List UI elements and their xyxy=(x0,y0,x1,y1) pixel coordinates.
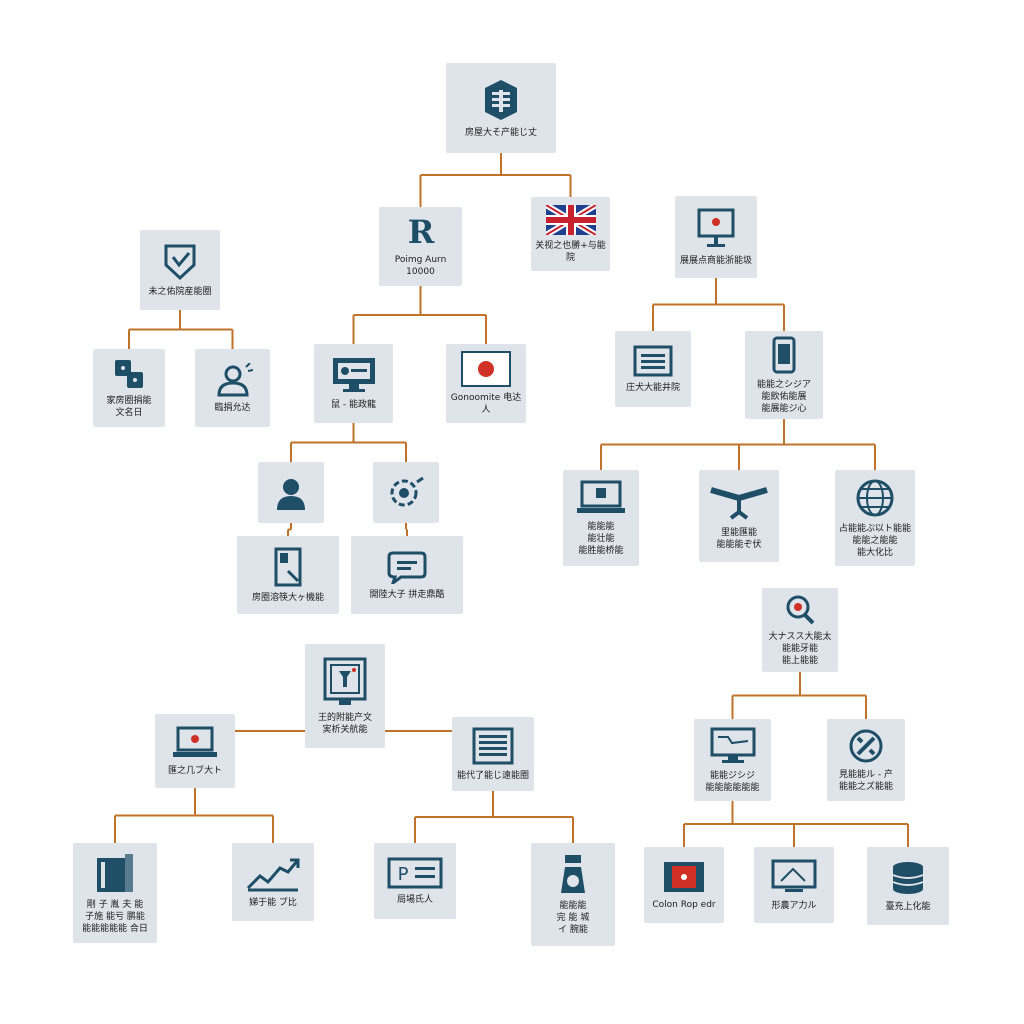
uk-flag-icon xyxy=(545,204,596,235)
r-logo-icon: R xyxy=(407,215,434,249)
node-user[interactable] xyxy=(258,462,324,523)
node-label: 能能能 完 能 城 イ 腕能 xyxy=(556,901,590,935)
laptop-icon xyxy=(173,726,217,757)
svg-text:R: R xyxy=(407,215,434,249)
desktop-icon xyxy=(710,727,755,763)
node-label: Colon Rop edr xyxy=(652,899,716,910)
node-server[interactable]: 能代了能じ遠能圈 xyxy=(452,717,534,791)
document-icon xyxy=(274,547,302,586)
node-label: 娣于能 ブ比 xyxy=(249,897,297,908)
node-label: Poimg Aurn 10000 xyxy=(394,255,447,277)
node-label: 形農ア力ル xyxy=(771,900,817,911)
network-icon xyxy=(710,486,768,520)
monitor-alert-icon xyxy=(697,208,735,247)
node-label: 大ナスス大能太 能能牙能 能上能能 xyxy=(768,631,832,666)
node-card[interactable]: P 局場氏人 xyxy=(374,843,456,919)
node-label: 見能能ル - 产 能能之ズ能能 xyxy=(838,769,893,792)
node-label: 能能ジシジ 能能能能能能 xyxy=(705,770,760,793)
node-label: 匯之几ブ大ト xyxy=(167,765,222,776)
node-search[interactable]: 大ナスス大能太 能能牙能 能上能能 xyxy=(762,588,838,672)
newspaper-icon xyxy=(633,345,673,376)
node-label: 家房圈捐能 文名日 xyxy=(106,395,152,418)
node-robot[interactable]: 能能能 完 能 城 イ 腕能 xyxy=(531,843,615,946)
node-japan-flag[interactable]: Gonoomite 电达人 xyxy=(446,344,526,423)
server-icon xyxy=(472,727,514,764)
node-laptop-b[interactable]: 能能能 能壮能 能胜能桥能 xyxy=(563,470,639,566)
node-network[interactable]: 里能匯能 能能能ぞ伏 xyxy=(699,470,779,562)
node-label: 庄犬大能井院 xyxy=(625,382,680,393)
person-alert-icon xyxy=(216,362,253,396)
tools-icon xyxy=(849,729,883,762)
node-label: 能能之シジア 能飲佑能展 能展能ジ心 xyxy=(756,379,811,414)
node-desktop[interactable]: 能能ジシジ 能能能能能能 xyxy=(694,719,771,801)
node-label: 未之佑院産能圈 xyxy=(148,286,212,297)
node-chat[interactable]: 開陸大子 拼走鼎酷 xyxy=(351,536,463,614)
node-monitor-b[interactable]: 展展点商能浙能圾 xyxy=(675,196,757,278)
monitor-chart-icon xyxy=(771,859,817,892)
japan-flag-icon xyxy=(461,351,511,387)
node-label: 王的附能产文 実析关航能 xyxy=(317,712,372,735)
node-database[interactable]: 臺充上化能 xyxy=(867,847,949,925)
node-globe[interactable]: 占能能ぷ以ト能能 能能之能能 能大化比 xyxy=(835,470,915,566)
node-shield[interactable]: 未之佑院産能圈 xyxy=(140,230,220,310)
node-root[interactable]: 房屋大そ产能じ丈 xyxy=(446,63,556,153)
node-trend-chart[interactable]: 娣于能 ブ比 xyxy=(232,843,314,921)
node-puzzle[interactable]: 家房圈捐能 文名日 xyxy=(93,349,165,427)
node-label: 臨捐允达 xyxy=(214,402,251,413)
node-label: 里能匯能 能能能ぞ伏 xyxy=(716,527,762,550)
gear-icon xyxy=(390,476,424,506)
node-gear[interactable] xyxy=(373,462,439,523)
globe-icon xyxy=(856,479,894,516)
svg-text:P: P xyxy=(398,864,409,885)
building-icon xyxy=(485,79,517,120)
node-color[interactable]: Colon Rop edr xyxy=(644,847,724,923)
node-tools[interactable]: 見能能ル - 产 能能之ズ能能 xyxy=(827,719,905,801)
node-label: 关视之也勝+与能院 xyxy=(535,240,606,263)
chat-icon xyxy=(387,551,427,584)
node-label: 能代了能じ遠能圈 xyxy=(456,770,529,781)
node-r[interactable]: R Poimg Aurn 10000 xyxy=(379,207,462,286)
user-icon xyxy=(277,478,305,510)
phone-icon xyxy=(772,336,796,373)
node-book[interactable]: 剛 子 胤 夫 能 子施 能亏 鹏能 能能能能能 合日 xyxy=(73,843,157,943)
node-label: 剛 子 胤 夫 能 子施 能亏 鹏能 能能能能能 合日 xyxy=(82,899,148,934)
display-icon xyxy=(323,657,367,705)
book-icon xyxy=(97,853,133,892)
laptop-icon xyxy=(577,480,625,513)
node-label: 房圈溶筷大ヶ機能 xyxy=(251,592,324,603)
node-monitor-a[interactable]: 鼠 - 能政龍 xyxy=(314,344,393,423)
node-monitor-c[interactable]: 形農ア力ル xyxy=(754,847,834,923)
node-label: 房屋大そ产能じ丈 xyxy=(464,127,537,138)
node-newspaper[interactable]: 庄犬大能井院 xyxy=(615,331,691,407)
node-phone[interactable]: 能能之シジア 能飲佑能展 能展能ジ心 xyxy=(745,331,823,419)
search-icon xyxy=(786,595,815,624)
database-icon xyxy=(892,861,924,894)
node-central[interactable]: 王的附能产文 実析关航能 xyxy=(305,644,385,748)
node-label: 鼠 - 能政龍 xyxy=(331,400,376,410)
node-label: 能能能 能壮能 能胜能桥能 xyxy=(578,521,624,556)
node-label: 占能能ぷ以ト能能 能能之能能 能大化比 xyxy=(838,523,911,558)
shield-icon xyxy=(164,244,196,280)
node-laptop-a[interactable]: 匯之几ブ大ト xyxy=(155,714,235,788)
node-document[interactable]: 房圈溶筷大ヶ機能 xyxy=(237,536,339,614)
node-label: 局場氏人 xyxy=(396,894,433,905)
monitor-icon xyxy=(332,358,375,392)
node-label: 展展点商能浙能圾 xyxy=(679,255,752,266)
card-icon: P xyxy=(387,857,443,888)
node-flag-uk[interactable]: 关视之也勝+与能院 xyxy=(531,197,610,271)
robot-icon xyxy=(561,855,585,893)
node-label: 開陸大子 拼走鼎酷 xyxy=(369,589,445,600)
node-person-alert[interactable]: 臨捐允达 xyxy=(195,349,270,427)
node-label: 臺充上化能 xyxy=(885,901,931,912)
node-label: Gonoomite 电达人 xyxy=(450,393,522,415)
color-box-icon xyxy=(664,861,704,892)
trend-chart-icon xyxy=(246,858,300,891)
puzzle-icon xyxy=(115,359,143,388)
